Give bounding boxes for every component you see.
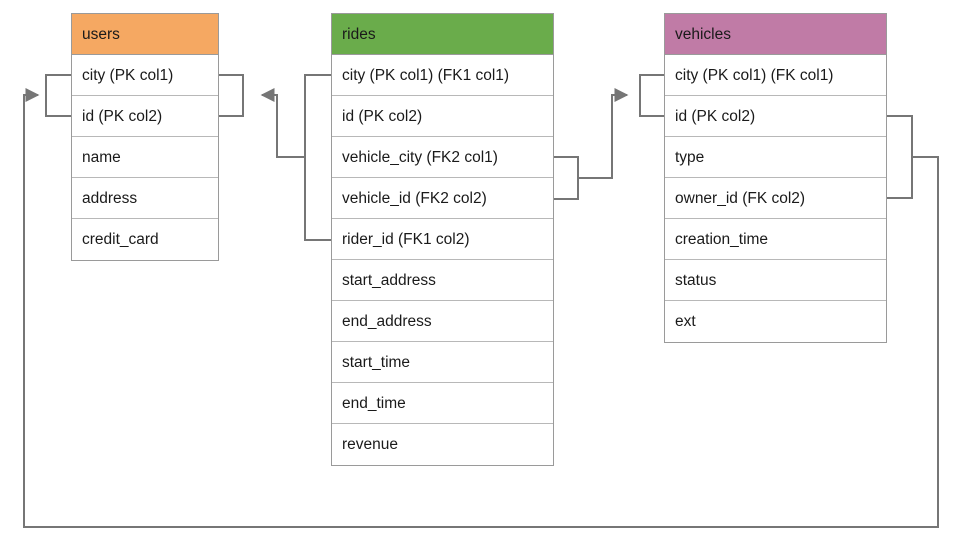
table-vehicles-title: vehicles: [665, 14, 886, 55]
table-rides-column-start-address[interactable]: start_address: [332, 260, 553, 301]
table-vehicles[interactable]: vehicles city (PK col1) (FK col1) id (PK…: [664, 13, 887, 343]
users-left-bracket: [45, 74, 71, 117]
table-users-column-address[interactable]: address: [72, 178, 218, 219]
table-users[interactable]: users city (PK col1) id (PK col2) name a…: [71, 13, 219, 261]
vehicles-left-bracket: [639, 74, 664, 117]
table-users-column-name[interactable]: name: [72, 137, 218, 178]
table-vehicles-column-ext[interactable]: ext: [665, 301, 886, 342]
table-rides-column-vehicle-id[interactable]: vehicle_id (FK2 col2): [332, 178, 553, 219]
table-vehicles-column-creation-time[interactable]: creation_time: [665, 219, 886, 260]
table-rides-column-revenue[interactable]: revenue: [332, 424, 553, 465]
table-rides[interactable]: rides city (PK col1) (FK1 col1) id (PK c…: [331, 13, 554, 466]
table-rides-column-end-address[interactable]: end_address: [332, 301, 553, 342]
edge-rides-rider-to-users: [260, 88, 305, 158]
table-rides-column-rider-id[interactable]: rider_id (FK1 col2): [332, 219, 553, 260]
table-vehicles-column-id[interactable]: id (PK col2): [665, 96, 886, 137]
table-rides-column-id[interactable]: id (PK col2): [332, 96, 553, 137]
table-users-column-city[interactable]: city (PK col1): [72, 55, 218, 96]
table-rides-column-vehicle-city[interactable]: vehicle_city (FK2 col1): [332, 137, 553, 178]
table-users-column-credit-card[interactable]: credit_card: [72, 219, 218, 260]
rides-fk1-bracket: [304, 74, 331, 241]
edge-rides-vehicle-to-vehicles: [578, 88, 629, 179]
table-vehicles-column-city[interactable]: city (PK col1) (FK col1): [665, 55, 886, 96]
table-users-title: users: [72, 14, 218, 55]
rides-fk2-bracket: [554, 156, 579, 200]
users-right-bracket: [219, 74, 244, 117]
table-rides-title: rides: [332, 14, 553, 55]
table-rides-column-city[interactable]: city (PK col1) (FK1 col1): [332, 55, 553, 96]
table-vehicles-column-type[interactable]: type: [665, 137, 886, 178]
table-rides-column-end-time[interactable]: end_time: [332, 383, 553, 424]
table-rides-column-start-time[interactable]: start_time: [332, 342, 553, 383]
table-vehicles-column-status[interactable]: status: [665, 260, 886, 301]
table-users-column-id[interactable]: id (PK col2): [72, 96, 218, 137]
table-vehicles-column-owner-id[interactable]: owner_id (FK col2): [665, 178, 886, 219]
vehicles-right-bracket: [887, 115, 913, 199]
